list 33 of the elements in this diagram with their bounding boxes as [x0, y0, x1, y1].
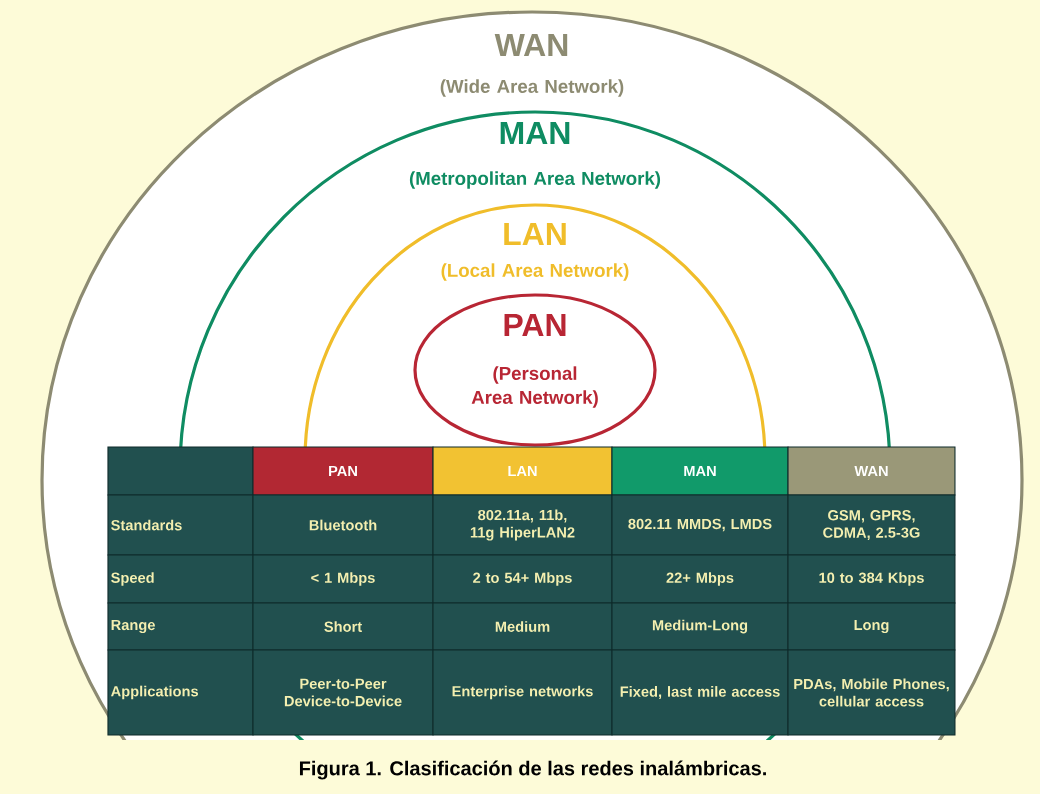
table-cell: 10 to 384 Kbps: [787, 554, 956, 604]
network-name: WAN: [494, 34, 568, 56]
table-header-cell: WAN: [787, 446, 956, 496]
table-cell: 22+ Mbps: [611, 554, 789, 604]
table-cell: Enterprise networks: [432, 649, 613, 736]
table-cell: < 1 Mbps: [252, 554, 434, 604]
table-cell: GSM, GPRS, CDMA, 2.5-3G: [787, 494, 956, 556]
caption: Figura 1. Clasificación de las redes inalámbricas.: [300, 760, 766, 780]
table-cell: Medium-Long: [611, 602, 789, 651]
network-description: (Metropolitan Area Network): [409, 171, 661, 189]
network-description: (Personal Area Network): [471, 366, 598, 408]
network-name: PAN: [504, 314, 566, 336]
network-description: (Local Area Network): [441, 263, 629, 281]
table-cell: 802.11 MMDS, LMDS: [611, 494, 789, 556]
network-description: (Wide Area Network): [440, 79, 624, 97]
network-name: MAN: [500, 122, 570, 144]
table-header-cell: LAN: [432, 446, 613, 496]
table-cell: Peer-to-Peer Device-to-Device: [252, 649, 434, 736]
table-cell: Fixed, last mile access: [611, 649, 789, 736]
table-cell: Short: [252, 602, 434, 651]
network-name: LAN: [504, 223, 566, 245]
table-cell: Medium: [432, 602, 613, 651]
table-row-label: Range: [107, 602, 254, 651]
table-cell: Bluetooth: [252, 494, 434, 556]
table-cell: PDAs, Mobile Phones, cellular access: [787, 649, 956, 736]
table-header-cell: PAN: [252, 446, 434, 496]
table-row-label: Standards: [107, 494, 254, 556]
table-header-cell: MAN: [611, 446, 789, 496]
table-cell: Long: [787, 602, 956, 651]
table-cell: 2 to 54+ Mbps: [432, 554, 613, 604]
table-cell: 802.11a, 11b, 11g HiperLAN2: [432, 494, 613, 556]
table-row-label: Speed: [107, 554, 254, 604]
table-row-label: Applications: [107, 649, 254, 736]
